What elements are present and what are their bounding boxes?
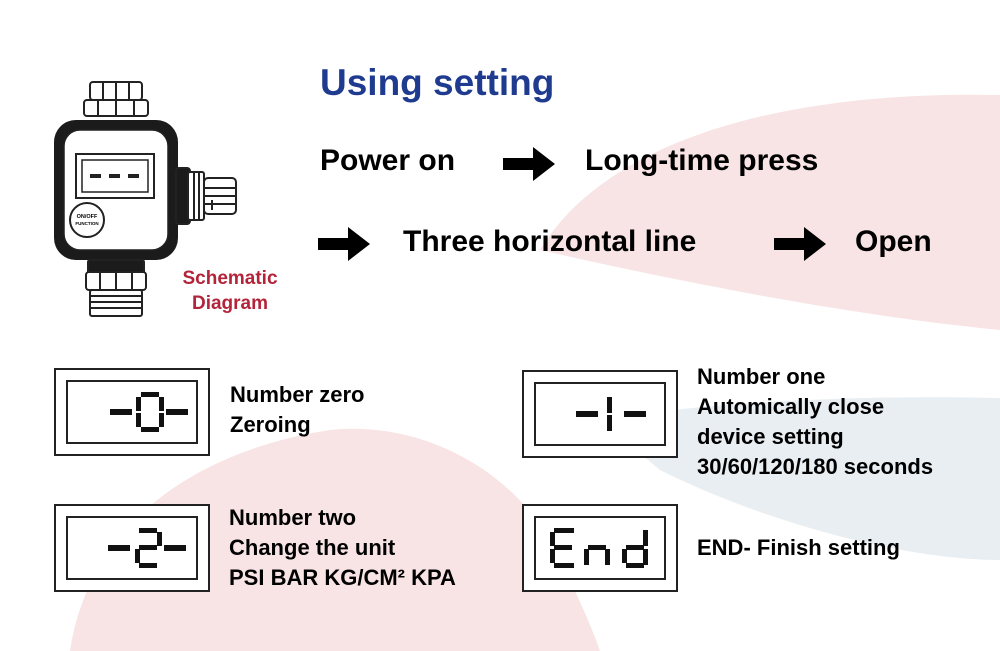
lcd-display-zero (54, 368, 210, 456)
schematic-caption: Schematic Diagram (170, 266, 290, 316)
segment-display (550, 528, 648, 568)
desc-line: 30/60/120/180 seconds (697, 454, 934, 479)
desc-line: Automically close (697, 394, 885, 419)
description-zero: Number zero Zeroing (230, 380, 364, 440)
desc-line: Number one (697, 364, 826, 389)
bottom-fitting (85, 259, 147, 317)
right-arrow-icon (318, 227, 370, 261)
right-arrow-icon (503, 147, 555, 181)
flow-step-long-press: Long-time press (585, 144, 819, 177)
flow-step-power-on: Power on (320, 144, 456, 177)
caption-line-1: Schematic (182, 268, 278, 289)
desc-line: Number two (229, 505, 357, 530)
desc-line: PSI BAR KG/CM² KPA (229, 565, 456, 590)
flow-step-three-lines: Three horizontal line (403, 225, 697, 258)
pink-swoosh-bottom (70, 428, 600, 651)
segment-display (110, 392, 188, 432)
top-nut (83, 81, 149, 117)
right-arrow-icon (774, 227, 826, 261)
description-end: END- Finish setting (697, 533, 900, 563)
desc-line: Change the unit (229, 535, 396, 560)
button-label-line1: ON/OFF (77, 214, 98, 220)
caption-line-2: Diagram (191, 293, 269, 314)
on-off-function-button (69, 202, 105, 238)
side-connector (175, 167, 237, 225)
desc-line: END- Finish setting (697, 535, 900, 560)
segment-display (108, 528, 186, 568)
description-one: Number one Automically close device sett… (697, 362, 933, 482)
desc-line: Zeroing (230, 412, 311, 437)
description-two: Number two Change the unit PSI BAR KG/CM… (229, 503, 456, 593)
segment-display (576, 397, 646, 431)
desc-line: device setting (697, 424, 844, 449)
page-title: Using setting (320, 62, 555, 103)
button-label-line2: FUNCTION (75, 221, 98, 226)
flow-step-open: Open (855, 225, 932, 258)
lcd-display-one (522, 370, 678, 458)
pink-swoosh-top (540, 94, 1000, 330)
blue-swoosh (600, 397, 1000, 560)
lcd-display-end (522, 504, 678, 592)
device-schematic: ON/OFF FUNCTION (54, 81, 237, 317)
desc-line: Number zero (230, 382, 365, 407)
lcd-display-two (54, 504, 210, 592)
